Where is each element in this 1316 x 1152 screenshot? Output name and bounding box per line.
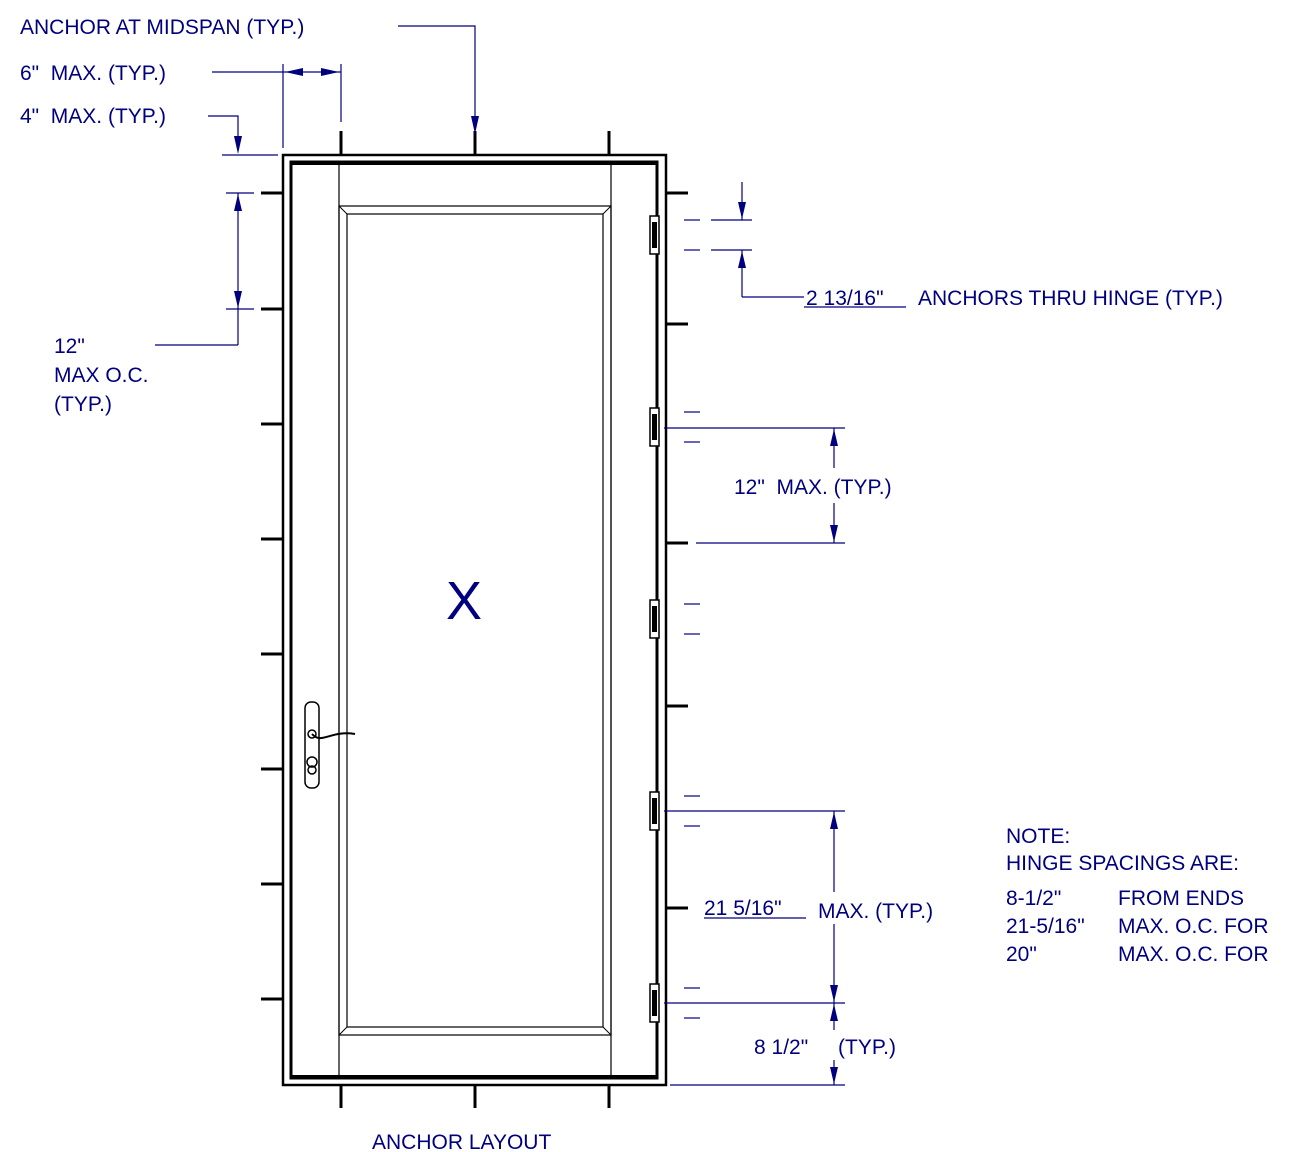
label-four-max: 4" MAX. (TYP.) <box>20 105 166 128</box>
label-hinge-oc-value: 21 5/16" <box>704 897 782 920</box>
note-block: NOTE: HINGE SPACINGS ARE: 8-1/2" FROM EN… <box>1006 825 1269 966</box>
midspan-leader <box>398 25 479 134</box>
door-handle <box>304 701 356 789</box>
label-end-value: 8 1/2" <box>754 1036 808 1059</box>
label-six-max: 6" MAX. (TYP.) <box>20 62 166 85</box>
label-oc-line2: MAX O.C. <box>54 364 149 387</box>
end-dimension <box>670 1003 845 1086</box>
hinge <box>649 215 660 255</box>
six-inch-dimension <box>212 64 342 148</box>
panel-mark: X <box>446 571 482 631</box>
label-hinge-oc-text: MAX. (TYP.) <box>818 900 933 923</box>
left-oc-dimension <box>155 192 254 346</box>
door-panel <box>338 164 612 1076</box>
label-hinge-anchor-text: ANCHORS THRU HINGE (TYP.) <box>918 287 1223 310</box>
label-anchor-midspan: ANCHOR AT MIDSPAN (TYP.) <box>20 16 304 39</box>
note-line4-a: 21-5/16" <box>1006 915 1085 938</box>
label-twelve-max: 12" MAX. (TYP.) <box>734 476 892 499</box>
right-twelve-dimension <box>664 427 845 544</box>
hinge <box>649 983 660 1023</box>
hinge-oc-dimension <box>664 810 845 1004</box>
label-end-text: (TYP.) <box>838 1036 896 1059</box>
drawing-title: ANCHOR LAYOUT <box>372 1131 551 1152</box>
hinge <box>649 407 660 447</box>
label-oc-line3: (TYP.) <box>54 393 112 416</box>
hinge-anchor-dashes <box>684 219 700 1019</box>
hinge-anchor-dimension <box>711 182 906 308</box>
four-inch-dimension <box>208 115 278 156</box>
hinge <box>649 599 660 639</box>
note-line4-b: MAX. O.C. FOR <box>1118 915 1269 938</box>
note-line2: HINGE SPACINGS ARE: <box>1006 852 1239 875</box>
note-line5-b: MAX. O.C. FOR <box>1118 943 1269 966</box>
note-line5-a: 20" <box>1006 943 1037 966</box>
note-line1: NOTE: <box>1006 825 1070 848</box>
label-oc-line1: 12" <box>54 335 85 358</box>
anchor-marks <box>261 131 688 1108</box>
label-hinge-anchor-value: 2 13/16" <box>806 287 884 310</box>
hinge <box>649 791 660 831</box>
note-line3-a: 8-1/2" <box>1006 887 1061 910</box>
note-line3-b: FROM ENDS <box>1118 887 1244 910</box>
hinges <box>649 215 660 1023</box>
